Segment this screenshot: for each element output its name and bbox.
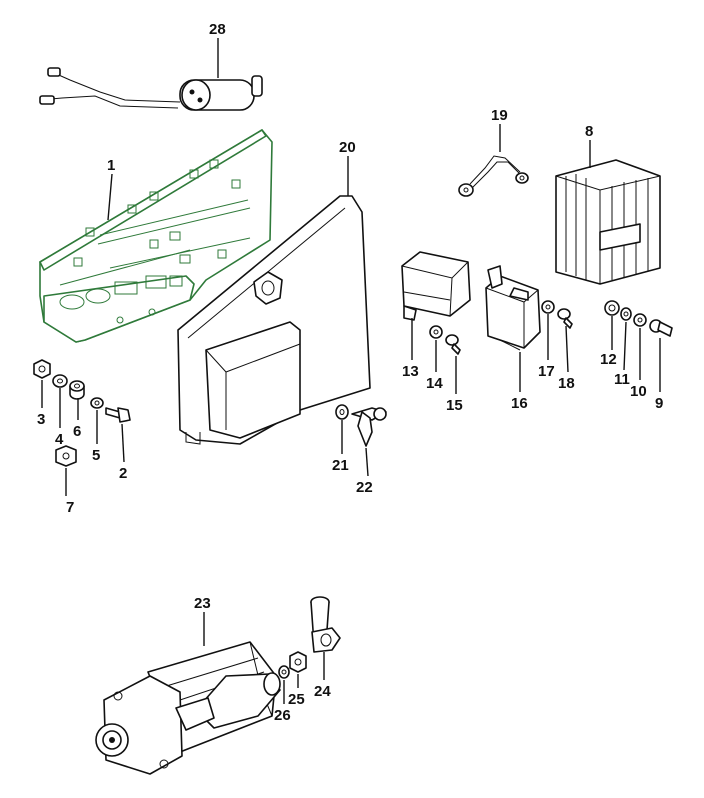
leader-lines (41, 38, 661, 704)
callout-28: 28 (209, 21, 226, 38)
callout-8: 8 (585, 123, 593, 140)
part-3-nut (33, 359, 51, 379)
callout-17: 17 (538, 363, 555, 380)
callout-22: 22 (356, 479, 373, 496)
part-16-control-unit (485, 265, 541, 351)
callout-20: 20 (339, 139, 356, 156)
callout-18: 18 (558, 375, 575, 392)
part-26-washer (278, 665, 290, 679)
part-18-screw (557, 308, 573, 329)
callout-2: 2 (119, 465, 127, 482)
callout-24: 24 (314, 683, 331, 700)
callout-7: 7 (66, 499, 74, 516)
callout-23: 23 (194, 595, 211, 612)
callout-14: 14 (426, 375, 443, 392)
part-10-washer (633, 313, 647, 327)
part-21-washer (335, 404, 349, 420)
part-11-washer (620, 307, 632, 321)
callout-21: 21 (332, 457, 349, 474)
callout-3: 3 (37, 411, 45, 428)
part-22-wing-screw (351, 407, 387, 447)
callout-19: 19 (491, 107, 508, 124)
part-5-washer (90, 397, 104, 409)
part-24-cable-boot (310, 596, 341, 653)
callout-9: 9 (655, 395, 663, 412)
part-15-screw (445, 334, 461, 355)
callout-13: 13 (402, 363, 419, 380)
part-25-nut (289, 651, 307, 673)
part-12-nut (604, 300, 620, 316)
part-1-mounting-plate (39, 129, 273, 343)
callout-12: 12 (600, 351, 617, 368)
part-7-clip-nut (55, 445, 77, 467)
callout-26: 26 (274, 707, 291, 724)
callout-15: 15 (446, 397, 463, 414)
part-17-washer (541, 300, 555, 314)
callout-16: 16 (511, 395, 528, 412)
part-6-spacer (69, 380, 85, 400)
part-9-bolt (649, 319, 673, 337)
part-14-washer (429, 325, 443, 339)
callout-11: 11 (614, 371, 630, 388)
callout-1: 1 (107, 157, 115, 174)
callout-10: 10 (630, 383, 647, 400)
part-28-resistor (39, 67, 263, 111)
part-4-washer (52, 374, 68, 388)
part-8-regulator (555, 159, 661, 285)
callout-25: 25 (288, 691, 305, 708)
callout-5: 5 (92, 447, 100, 464)
part-20-cover (177, 195, 371, 445)
callout-4: 4 (55, 431, 64, 448)
part-13-module (401, 251, 471, 321)
part-2-bolt (105, 407, 131, 423)
callout-6: 6 (73, 423, 81, 440)
callout-labels: 28 1 20 19 8 3 4 6 5 2 7 13 14 15 16 17 … (37, 21, 663, 724)
part-23-starter-motor (95, 641, 281, 775)
part-19-ground-strap (458, 155, 529, 197)
